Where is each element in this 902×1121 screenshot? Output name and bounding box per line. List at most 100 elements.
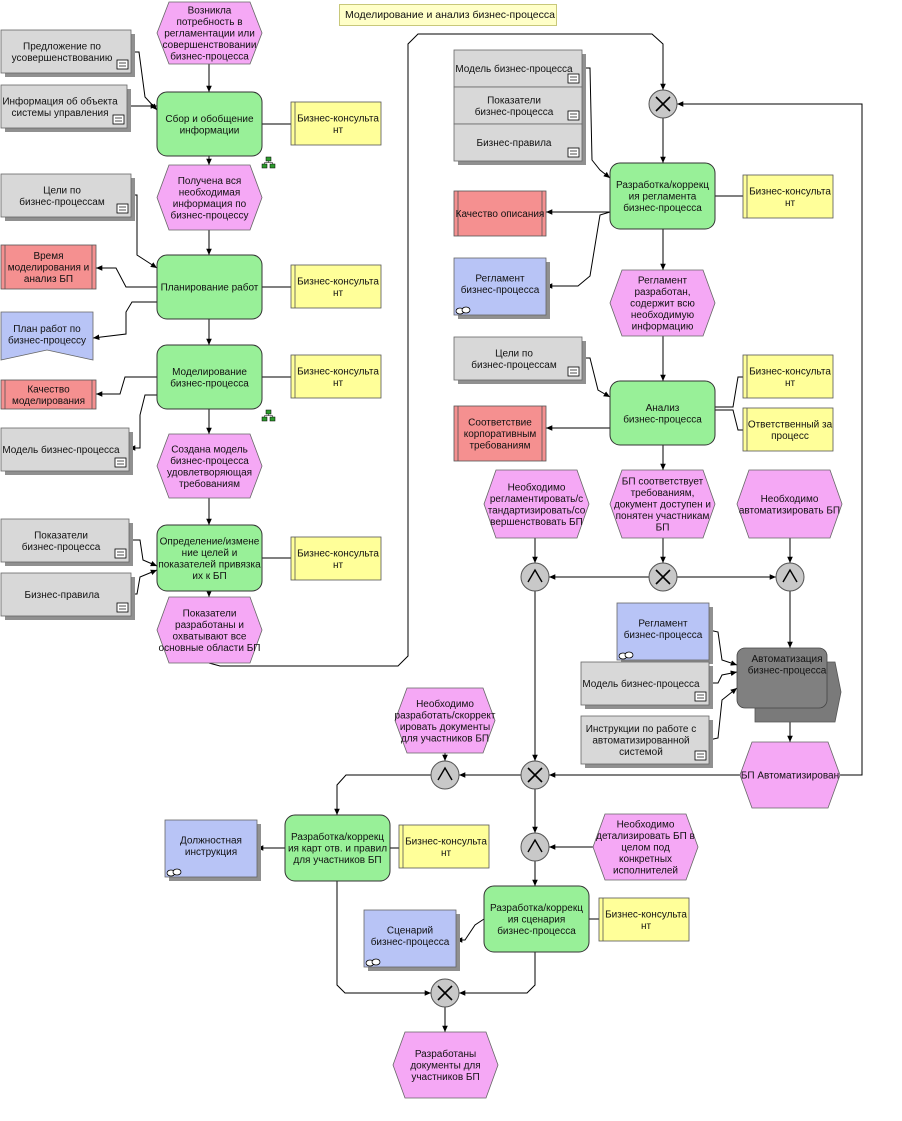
info-i-model3[interactable]: Модель бизнес-процесса <box>580 661 713 709</box>
diagram-title: Моделирование и анализ бизнес-процесса <box>339 4 557 26</box>
connector-line <box>677 101 863 776</box>
info-i-rules2[interactable]: Бизнес-правила <box>453 123 586 165</box>
connector-line <box>92 301 157 341</box>
connector-line <box>456 918 485 943</box>
document-icon <box>112 114 125 125</box>
info-i-model[interactable]: Модель бизнес-процесса <box>0 427 133 475</box>
and-connector-and-right[interactable] <box>775 562 805 592</box>
xor-connector-x-top[interactable] <box>648 89 678 119</box>
info-i-model2[interactable]: Модель бизнес-процесса <box>453 49 586 91</box>
xor-connector-x-low[interactable] <box>520 760 550 790</box>
document-icon <box>114 548 127 559</box>
info-i-rules1[interactable]: Бизнес-правила <box>0 572 135 620</box>
chat-icon <box>455 306 471 315</box>
event-e-automated[interactable]: БП Автоматизирован <box>739 741 841 809</box>
risk-r-descr[interactable]: Качество описания <box>453 190 547 237</box>
function-f-plan[interactable]: Планирование работ <box>156 254 263 320</box>
connector-line <box>709 670 738 684</box>
xor-connector-x-end[interactable] <box>430 978 460 1008</box>
document-icon <box>567 110 580 121</box>
connector-line <box>208 33 666 667</box>
and-connector-and-docs[interactable] <box>430 760 460 790</box>
i-model-label: Модель бизнес-процесса <box>2 444 120 456</box>
xor-connector-x-mid[interactable] <box>648 562 678 592</box>
and-connector-and-detail[interactable] <box>520 832 550 862</box>
connector-line <box>96 376 157 397</box>
hierarchy-icon <box>261 409 276 422</box>
i-model2-label: Модель бизнес-процесса <box>455 63 573 75</box>
connector-line <box>334 774 431 815</box>
and-connector-and-left[interactable] <box>520 562 550 592</box>
chat-icon <box>618 651 634 660</box>
